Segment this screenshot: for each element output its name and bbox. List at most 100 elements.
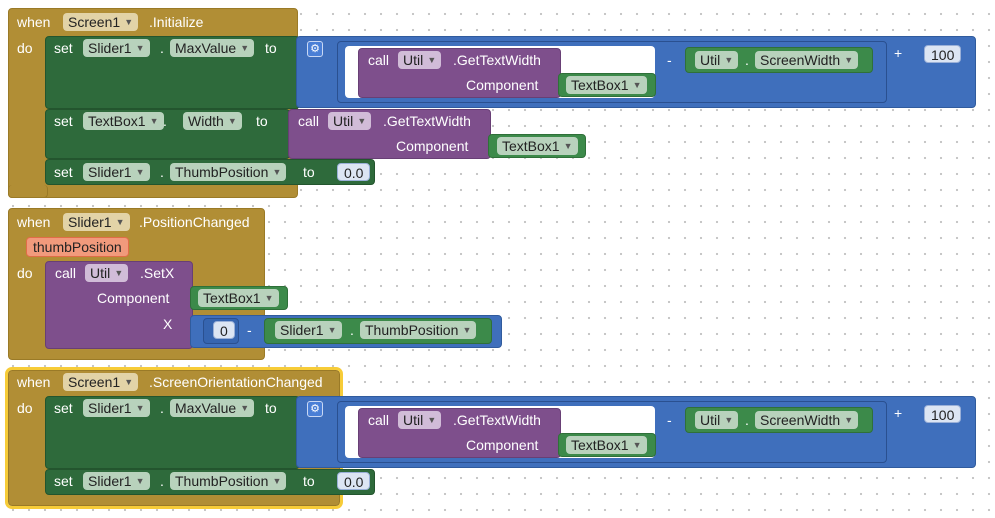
gear-icon[interactable]: ⚙ [307, 41, 323, 57]
plus-operator: + [894, 405, 903, 421]
triangle-down-icon: ▼ [427, 55, 437, 65]
textbox1-component-dropdown[interactable]: TextBox1▼ [83, 112, 164, 130]
x-param-label: X [163, 316, 173, 332]
triangle-down-icon: ▼ [844, 55, 854, 65]
call-keyword: call [368, 52, 390, 68]
dropdown-label: Util [700, 412, 721, 428]
util-component-dropdown[interactable]: Util▼ [85, 264, 129, 282]
screen1-component-dropdown[interactable]: Screen1▼ [63, 13, 139, 31]
call-keyword: call [298, 113, 320, 129]
number-block-0-0[interactable]: 0.0 [337, 472, 371, 490]
number-block-0-0[interactable]: 0.0 [337, 163, 371, 181]
slider1-component-dropdown[interactable]: Slider1▼ [63, 213, 130, 231]
triangle-down-icon: ▼ [357, 116, 367, 126]
slider1-component-dropdown[interactable]: Slider1▼ [83, 39, 150, 57]
minus-operator: - [667, 52, 672, 68]
thumbposition-property-dropdown[interactable]: ThumbPosition▼ [170, 472, 287, 490]
set-keyword: set [54, 473, 73, 489]
to-keyword: to [303, 164, 315, 180]
thumbposition-property-dropdown[interactable]: ThumbPosition▼ [170, 163, 287, 181]
dropdown-label: Util [700, 52, 721, 68]
dropdown-label: Slider1 [88, 40, 132, 56]
dropdown-label: TextBox1 [502, 138, 560, 154]
triangle-down-icon: ▼ [632, 80, 642, 90]
triangle-down-icon: ▼ [124, 17, 134, 27]
maxvalue-property-dropdown[interactable]: MaxValue▼ [170, 39, 255, 57]
dot-separator: . [160, 40, 164, 56]
triangle-down-icon: ▼ [632, 440, 642, 450]
dropdown-label: ThumbPosition [175, 164, 269, 180]
textbox1-component-dropdown[interactable]: TextBox1▼ [497, 137, 578, 155]
dropdown-label: Slider1 [88, 400, 132, 416]
util-component-dropdown[interactable]: Util▼ [328, 112, 372, 130]
triangle-down-icon: ▼ [563, 141, 573, 151]
component-param-label: Component [396, 138, 469, 154]
event-parameter-thumbposition[interactable]: thumbPosition [26, 237, 129, 257]
number-block-100[interactable]: 100 [924, 405, 962, 423]
slider1-component-dropdown[interactable]: Slider1▼ [83, 163, 150, 181]
textbox1-component-dropdown[interactable]: TextBox1▼ [566, 436, 647, 454]
triangle-down-icon: ▼ [124, 377, 134, 387]
util-component-dropdown[interactable]: Util▼ [398, 51, 442, 69]
dot-separator: . [160, 400, 164, 416]
when-keyword: when [17, 14, 51, 30]
dropdown-label: Util [90, 265, 111, 281]
triangle-down-icon: ▼ [264, 293, 274, 303]
dropdown-label: Slider1 [88, 164, 132, 180]
minus-operator: - [247, 322, 252, 338]
set-keyword: set [54, 400, 73, 416]
util-component-dropdown[interactable]: Util▼ [398, 411, 442, 429]
component-param-label: Component [466, 77, 539, 93]
slider1-component-dropdown[interactable]: Slider1▼ [83, 399, 150, 417]
dropdown-label: ScreenWidth [760, 52, 841, 68]
when-keyword: when [17, 374, 51, 390]
textbox1-component-dropdown[interactable]: TextBox1▼ [566, 76, 647, 94]
event-block-bottom-bar [8, 185, 48, 198]
maxvalue-property-dropdown[interactable]: MaxValue▼ [170, 399, 255, 417]
triangle-down-icon: ▼ [272, 167, 282, 177]
dropdown-label: Util [403, 412, 424, 428]
dropdown-label: MaxValue [175, 400, 237, 416]
triangle-down-icon: ▼ [240, 403, 250, 413]
number-block-100[interactable]: 100 [924, 45, 962, 63]
dropdown-label: ThumbPosition [365, 322, 459, 338]
triangle-down-icon: ▼ [227, 116, 237, 126]
set-keyword: set [54, 164, 73, 180]
util-component-dropdown[interactable]: Util▼ [695, 51, 739, 69]
dropdown-label: ScreenWidth [760, 412, 841, 428]
event-name: .PositionChanged [139, 214, 250, 230]
dropdown-label: Slider1 [88, 473, 132, 489]
to-keyword: to [256, 113, 268, 129]
method-name: .GetTextWidth [453, 52, 541, 68]
slider1-component-dropdown[interactable]: Slider1▼ [275, 321, 342, 339]
dropdown-label: TextBox1 [571, 437, 629, 453]
call-block-get-text-width[interactable] [358, 48, 561, 98]
call-block-get-text-width[interactable] [358, 408, 561, 458]
triangle-down-icon: ▼ [240, 43, 250, 53]
number-block-0[interactable]: 0 [213, 321, 235, 339]
do-keyword: do [17, 265, 33, 281]
screen1-component-dropdown[interactable]: Screen1▼ [63, 373, 139, 391]
triangle-down-icon: ▼ [149, 116, 159, 126]
do-keyword: do [17, 400, 33, 416]
dropdown-label: TextBox1 [88, 113, 146, 129]
triangle-down-icon: ▼ [135, 167, 145, 177]
call-block-get-text-width[interactable] [288, 109, 491, 159]
dot-separator: . [160, 164, 164, 180]
thumbposition-property-dropdown[interactable]: ThumbPosition▼ [360, 321, 477, 339]
when-keyword: when [17, 214, 51, 230]
screenwidth-property-dropdown[interactable]: ScreenWidth▼ [755, 411, 859, 429]
to-keyword: to [265, 40, 277, 56]
width-property-dropdown[interactable]: Width▼ [183, 112, 242, 130]
screenwidth-property-dropdown[interactable]: ScreenWidth▼ [755, 51, 859, 69]
util-component-dropdown[interactable]: Util▼ [695, 411, 739, 429]
setter-block-textbox1-width[interactable] [45, 109, 290, 159]
method-name: .GetTextWidth [383, 113, 471, 129]
dropdown-label: TextBox1 [571, 77, 629, 93]
slider1-component-dropdown[interactable]: Slider1▼ [83, 472, 150, 490]
dropdown-label: Width [188, 113, 224, 129]
gear-icon[interactable]: ⚙ [307, 401, 323, 417]
set-keyword: set [54, 40, 73, 56]
dropdown-label: ThumbPosition [175, 473, 269, 489]
textbox1-component-dropdown[interactable]: TextBox1▼ [198, 289, 279, 307]
